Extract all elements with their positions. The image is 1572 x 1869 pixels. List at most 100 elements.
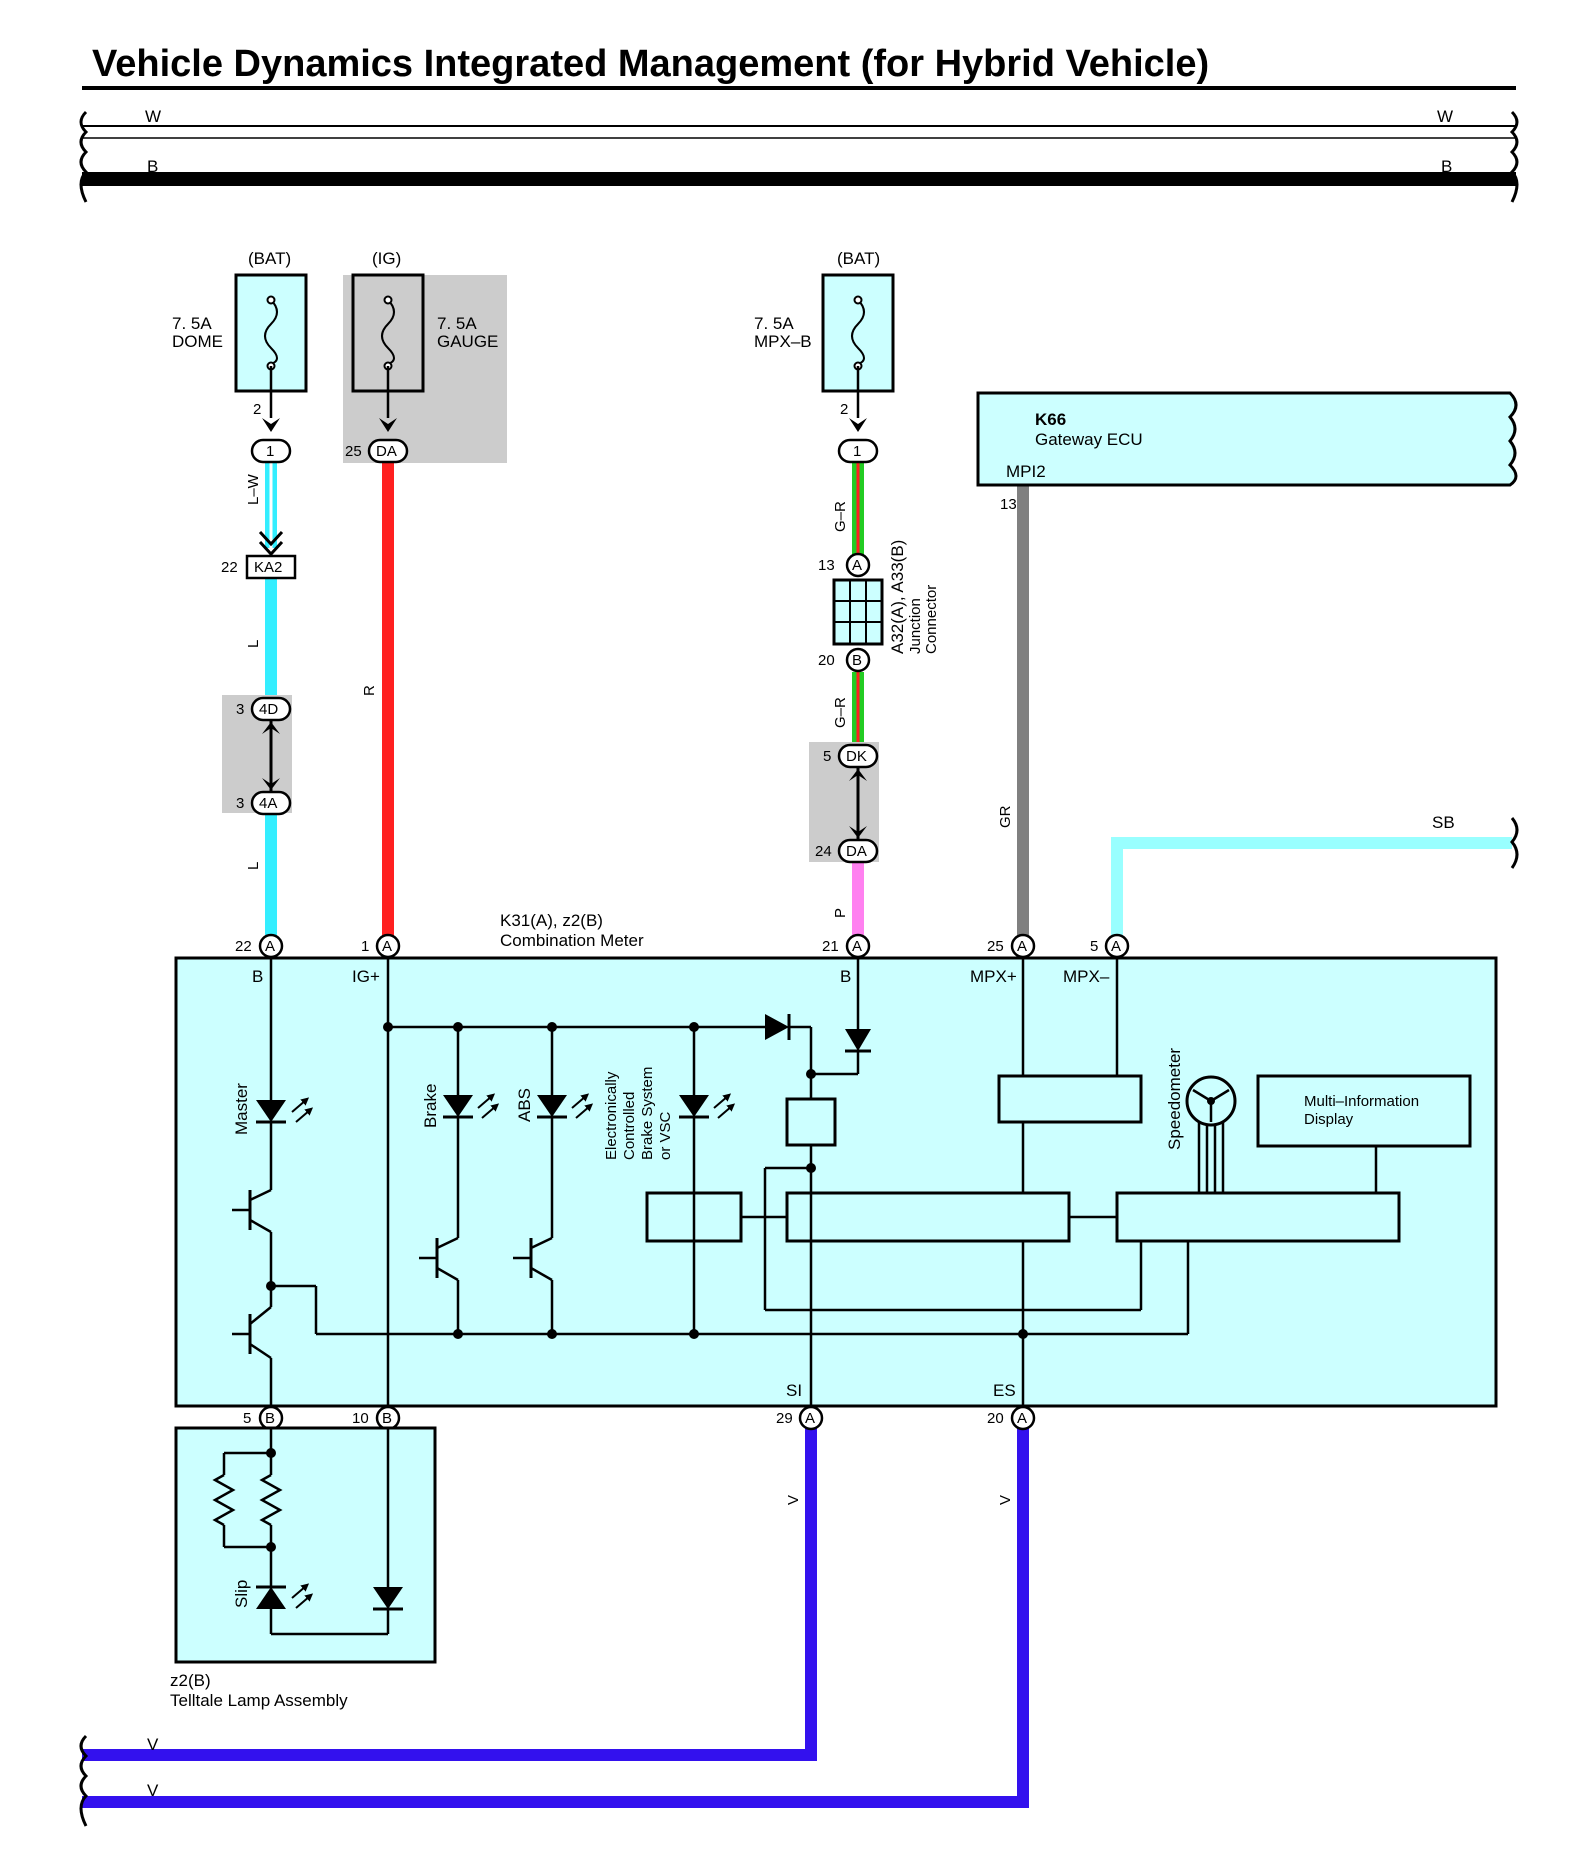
svg-text:B: B	[852, 652, 862, 669]
lamp-abs-label: ABS	[515, 1088, 534, 1122]
wire-label-lw: L–W	[245, 473, 262, 505]
connector-ka2: KA2 22	[221, 554, 297, 580]
lamp-ecb-2: Controlled	[621, 1092, 638, 1160]
svg-text:4A: 4A	[259, 795, 277, 812]
svg-text:A: A	[265, 938, 275, 955]
meter-name: Combination Meter	[500, 931, 644, 950]
svg-text:A: A	[1017, 1410, 1027, 1427]
connector-dk-da: DK 5 DA 24	[809, 742, 879, 864]
fuse-mpx-b: (BAT) 7. 5A MPX–B 2	[754, 249, 895, 432]
junction-id: A32(A), A33(B)	[888, 540, 907, 654]
combination-meter: K31(A), z2(B) Combination Meter A 22 B A…	[174, 911, 1498, 1431]
svg-text:B: B	[840, 967, 851, 986]
svg-text:DA: DA	[846, 843, 867, 860]
wire-v: V V V V	[79, 1414, 1029, 1827]
svg-text:29: 29	[776, 1410, 793, 1427]
fuse-mpxb-source: (BAT)	[837, 249, 880, 268]
connector-4d-4a: 4D 3 4A 3	[222, 695, 292, 816]
svg-text:A: A	[852, 938, 862, 955]
fuse-mpxb-name: MPX–B	[754, 332, 812, 351]
svg-text:5: 5	[823, 748, 831, 765]
wire-label-v2: V	[997, 1495, 1014, 1505]
wire-label-gr: GR	[997, 805, 1014, 828]
fuse-gauge-name: GAUGE	[437, 332, 498, 351]
wire-p: P	[832, 862, 864, 936]
svg-text:21: 21	[822, 938, 839, 955]
wire-l-1: L	[245, 578, 277, 698]
svg-text:DA: DA	[376, 443, 397, 460]
fuse-gauge: (IG) 7. 5A GAUGE	[343, 249, 507, 463]
svg-text:A: A	[852, 557, 862, 574]
lamp-ecb-1: Electronically	[603, 1071, 620, 1160]
lamp-brake-label: Brake	[421, 1084, 440, 1128]
gateway-id: K66	[1035, 410, 1066, 429]
fuse-gauge-source: (IG)	[372, 249, 401, 268]
svg-text:A: A	[1111, 938, 1121, 955]
fuse-dome-pin: 2	[253, 401, 261, 418]
gateway-terminal: MPI2	[1006, 462, 1046, 481]
top-bus: W W B B	[79, 107, 1519, 203]
bus-b-left: B	[147, 157, 158, 176]
svg-text:MPX–: MPX–	[1063, 967, 1110, 986]
wire-sb: SB	[1111, 813, 1519, 936]
svg-text:13: 13	[818, 557, 835, 574]
bus-v1: V	[147, 1735, 159, 1754]
svg-text:1: 1	[361, 938, 369, 955]
fuse-gauge-pin: 25	[345, 443, 362, 460]
fuse-dome: (BAT) 7. 5A DOME 2	[172, 249, 308, 432]
svg-text:Junction: Junction	[907, 598, 924, 654]
wire-label-l2: L	[245, 862, 262, 870]
svg-text:24: 24	[815, 843, 832, 860]
fuse-dome-source: (BAT)	[248, 249, 291, 268]
svg-text:IG+: IG+	[352, 967, 380, 986]
wire-r: R	[361, 462, 394, 936]
fuse-dome-rating: 7. 5A	[172, 314, 212, 333]
mid-label-1: Multi–Information	[1304, 1093, 1419, 1110]
svg-text:1: 1	[266, 443, 274, 460]
svg-text:22: 22	[221, 559, 238, 576]
svg-text:20: 20	[818, 652, 835, 669]
connector-1-mpxb: 1	[837, 438, 879, 464]
bus-v2: V	[147, 1781, 159, 1800]
connector-da-gauge: DA 25	[345, 438, 409, 464]
svg-text:25: 25	[987, 938, 1004, 955]
gateway-name: Gateway ECU	[1035, 430, 1143, 449]
fuse-mpxb-rating: 7. 5A	[754, 314, 794, 333]
svg-text:B: B	[252, 967, 263, 986]
telltale-id: z2(B)	[170, 1671, 211, 1690]
svg-text:ES: ES	[993, 1381, 1016, 1400]
wire-label-gr1: G–R	[832, 501, 849, 532]
page-title: Vehicle Dynamics Integrated Management (…	[92, 43, 1209, 85]
fuse-gauge-rating: 7. 5A	[437, 314, 477, 333]
svg-text:MPX+: MPX+	[970, 967, 1017, 986]
svg-text:5: 5	[243, 1410, 251, 1427]
svg-text:B: B	[265, 1410, 275, 1427]
meter-id: K31(A), z2(B)	[500, 911, 603, 930]
wire-label-v1: V	[785, 1495, 802, 1505]
gateway-ecu: K66 Gateway ECU MPI2 13	[976, 391, 1518, 513]
svg-text:A: A	[1017, 938, 1027, 955]
svg-text:Connector: Connector	[923, 585, 940, 654]
telltale-name: Telltale Lamp Assembly	[170, 1691, 348, 1710]
lamp-slip-label: Slip	[232, 1580, 251, 1608]
meter-top-pins: A 22 B A 1 IG+ A 21 B A 25 MPX+ A 5 MPX–	[235, 933, 1130, 986]
wire-label-sb: SB	[1432, 813, 1455, 832]
lamp-master-label: Master	[232, 1083, 251, 1135]
svg-text:5: 5	[1090, 938, 1098, 955]
meter-bottom-pins: B 5 B 10 A 29 SI A 20 ES	[243, 1381, 1036, 1431]
lamp-ecb-4: or VSC	[657, 1111, 674, 1160]
svg-text:10: 10	[352, 1410, 369, 1427]
mid-label-2: Display	[1304, 1111, 1354, 1128]
svg-text:KA2: KA2	[254, 559, 282, 576]
connector-1-dome: 1	[250, 438, 292, 464]
gateway-pin: 13	[1000, 496, 1017, 513]
svg-text:3: 3	[236, 795, 244, 812]
svg-text:20: 20	[987, 1410, 1004, 1427]
svg-text:22: 22	[235, 938, 252, 955]
svg-text:3: 3	[236, 701, 244, 718]
svg-text:A: A	[805, 1410, 815, 1427]
wire-l-2: L	[245, 814, 277, 936]
speedometer-label: Speedometer	[1165, 1048, 1184, 1150]
svg-text:DK: DK	[846, 748, 867, 765]
